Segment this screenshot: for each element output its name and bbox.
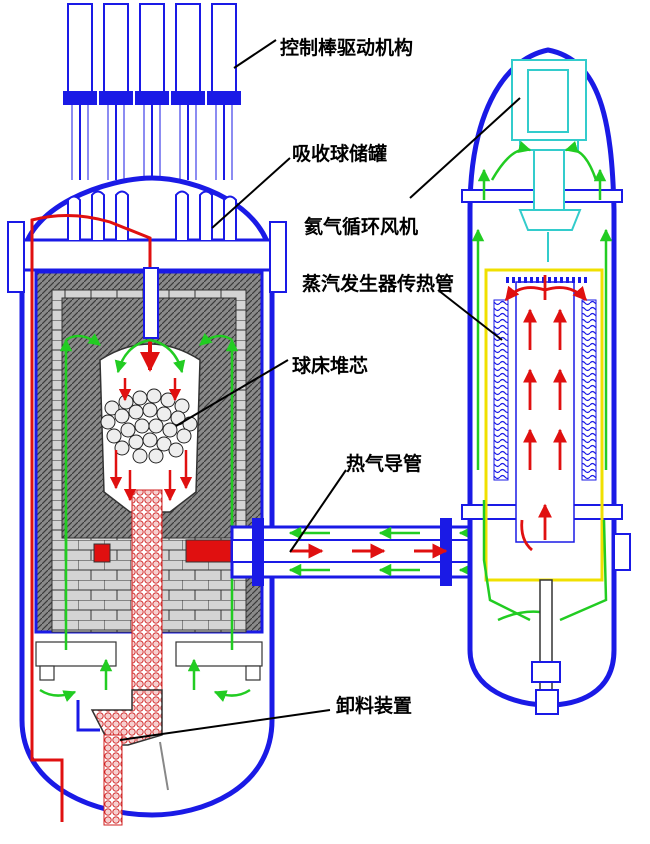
label-helium-circulator: 氦气循环风机 — [304, 215, 418, 238]
reactor-pressure-vessel — [7, 3, 287, 826]
label-steam-generator-tubes: 蒸汽发生器传热管 — [302, 272, 454, 295]
label-control-rod-drive: 控制棒驱动机构 — [280, 36, 413, 59]
helium-circulator — [511, 59, 587, 231]
helium-inlet-pipe — [30, 213, 152, 822]
label-pebble-bed-core: 球床堆芯 — [292, 354, 368, 377]
label-hot-gas-duct: 热气导管 — [346, 452, 422, 475]
absorber-ball-tanks — [67, 190, 237, 240]
leader-lines — [119, 39, 521, 741]
label-absorber-ball-tank: 吸收球储罐 — [292, 142, 387, 165]
steam-generator-vessel — [461, 47, 631, 715]
label-fuel-discharge: 卸料装置 — [336, 694, 412, 717]
control-rod-drive-housings — [63, 3, 241, 180]
hot-gas-duct — [230, 518, 524, 586]
cold-helium-flow — [39, 332, 251, 702]
